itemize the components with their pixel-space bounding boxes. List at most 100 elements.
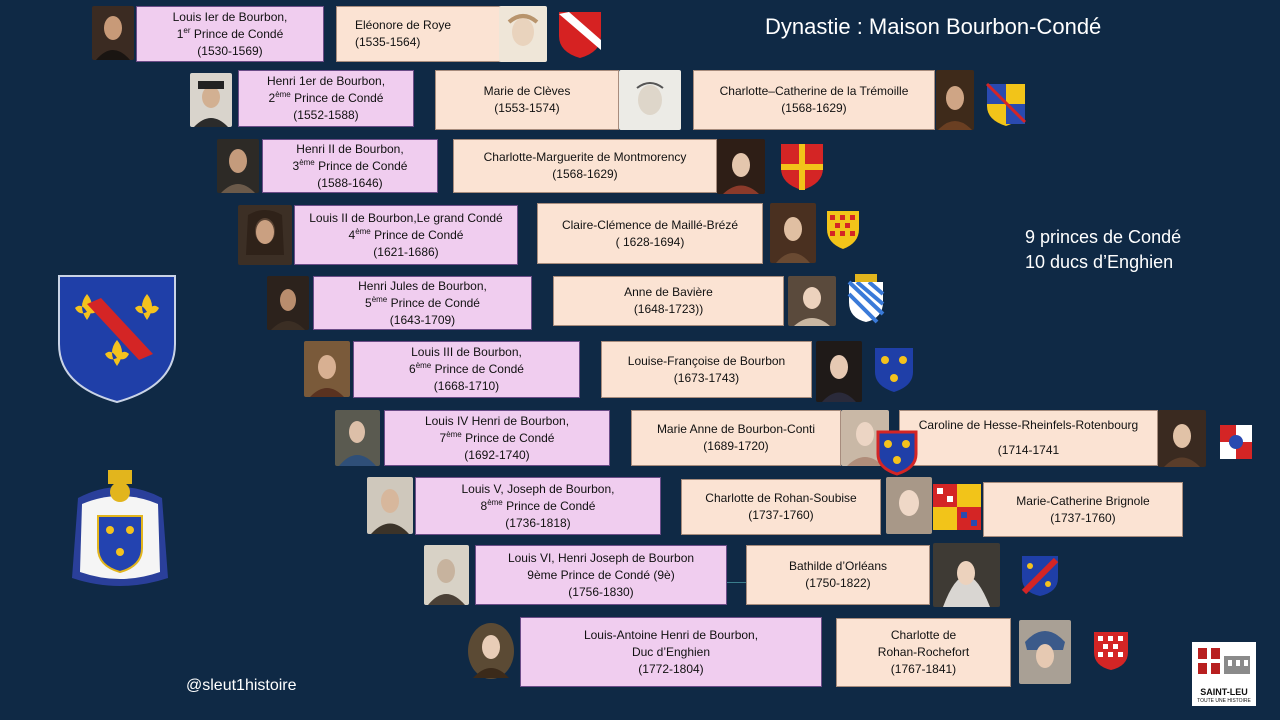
- portrait: [770, 203, 816, 263]
- spouse-box: Charlotte de Rohan-Rochefort (1767-1841): [836, 618, 1011, 687]
- prince-box-10: Louis-Antoine Henri de Bourbon, Duc d’En…: [520, 617, 822, 687]
- prince-box-9: Louis VI, Henri Joseph de Bourbon 9ème P…: [475, 545, 727, 605]
- prince-dates: (1772-1804): [638, 661, 704, 676]
- spouse-dates: (1737-1760): [748, 508, 814, 522]
- spouse-box: Charlotte de Rohan-Soubise (1737-1760): [681, 479, 881, 535]
- portrait: [304, 341, 350, 397]
- prince-name: Louis II de Bourbon,Le grand Condé: [309, 210, 503, 225]
- portrait: [217, 139, 259, 193]
- saint-leu-logo: SAINT-LEU TOUTE UNE HISTOIRE: [1192, 642, 1256, 706]
- spouse-name: Caroline de Hesse-Rheinfels-Rotenbourg: [918, 418, 1139, 432]
- prince-name: Louis Ier de Bourbon,: [172, 9, 288, 24]
- portrait: [936, 70, 974, 130]
- prince-title: 4ème Prince de Condé: [348, 226, 464, 242]
- prince-dates: (1643-1709): [389, 312, 456, 327]
- spouse-dates: (1767-1841): [890, 662, 957, 676]
- spouse-name: Marie de Clèves: [483, 84, 571, 98]
- spouse-dates: (1714-1741: [997, 443, 1060, 457]
- spouse-dates: (1553-1574): [494, 101, 560, 115]
- spouse-name-line2: Rohan-Rochefort: [877, 645, 970, 659]
- coat-of-arms-icon: [847, 274, 885, 324]
- coat-of-arms-icon: [827, 211, 859, 249]
- spouse-box: Claire-Clémence de Maillé-Brézé ( 1628-1…: [537, 203, 763, 264]
- spouse-name: Anne de Bavière: [624, 285, 713, 299]
- info-ducs-count: 10 ducs d’Enghien: [1025, 252, 1174, 272]
- prince-name: Henri 1er de Bourbon,: [266, 74, 386, 88]
- spouse-name: Charlotte–Catherine de la Trémoille: [719, 84, 909, 98]
- portrait: [367, 477, 413, 534]
- spouse-dates: (1648-1723)): [633, 302, 704, 316]
- spouse-name: Marie-Catherine Brignole: [1016, 493, 1150, 508]
- prince-dates: (1736-1818): [505, 515, 571, 530]
- prince-dates: (1668-1710): [433, 379, 500, 393]
- portrait: [467, 622, 515, 680]
- page-title: Dynastie : Maison Bourbon-Condé: [765, 14, 1102, 39]
- spouse-name: Marie Anne de Bourbon-Conti: [656, 422, 816, 436]
- prince-name: Henri Jules de Bourbon,: [358, 278, 487, 293]
- spouse-box: Caroline de Hesse-Rheinfels-Rotenbourg (…: [899, 410, 1158, 466]
- coat-of-arms-icon: [875, 348, 913, 392]
- prince-box-5: Henri Jules de Bourbon, 5ème Prince de C…: [313, 276, 532, 330]
- portrait: [933, 543, 1000, 607]
- prince-dates: (1530-1569): [197, 43, 263, 58]
- coat-of-arms-icon: [781, 144, 823, 190]
- prince-title: 5ème Prince de Condé: [365, 294, 480, 310]
- prince-name: Louis-Antoine Henri de Bourbon,: [583, 627, 759, 642]
- social-handle: @sleut1histoire: [186, 677, 297, 694]
- spouse-box: Marie-Catherine Brignole (1737-1760): [983, 482, 1183, 537]
- prince-dates: (1692-1740): [464, 447, 530, 462]
- spouse-name: Charlotte de: [890, 628, 957, 642]
- spouse-box: Anne de Bavière (1648-1723)): [553, 276, 784, 326]
- spouse-box: Bathilde d’Orléans (1750-1822): [746, 545, 930, 605]
- prince-title: 1er Prince de Condé: [176, 25, 284, 41]
- info-princes-count: 9 princes de Condé: [1025, 227, 1182, 247]
- coat-of-arms-icon: [876, 430, 918, 476]
- royal-arms: [72, 470, 168, 586]
- prince-title: 8ème Prince de Condé: [480, 497, 596, 513]
- portrait: [619, 70, 681, 130]
- portrait: [238, 205, 292, 265]
- prince-box-2: Henri 1er de Bourbon, 2ème Prince de Con…: [238, 70, 414, 127]
- prince-title: 7ème Prince de Condé: [439, 429, 555, 445]
- prince-name: Louis IV Henri de Bourbon,: [424, 413, 570, 428]
- portrait: [190, 73, 232, 127]
- portrait: [499, 6, 547, 62]
- prince-name: Louis III de Bourbon,: [411, 345, 522, 359]
- connector-line: [727, 582, 747, 583]
- spouse-box: Eléonore de Roye (1535-1564): [336, 6, 500, 62]
- spouse-dates: (1568-1629): [552, 167, 618, 181]
- portrait: [92, 6, 134, 60]
- prince-title: 2ème Prince de Condé: [268, 90, 384, 106]
- spouse-dates: ( 1628-1694): [615, 234, 685, 249]
- prince-dates: (1552-1588): [293, 108, 359, 122]
- bourbon-conde-shield: [58, 275, 176, 404]
- spouse-name: Charlotte-Marguerite de Montmorency: [483, 150, 687, 164]
- portrait: [1158, 410, 1206, 467]
- coat-of-arms-icon: [1220, 425, 1252, 459]
- spouse-dates: (1737-1760): [1050, 510, 1116, 525]
- spouse-box: Charlotte–Catherine de la Trémoille (156…: [693, 70, 935, 130]
- prince-title: 3ème Prince de Condé: [292, 157, 408, 173]
- prince-name: Louis V, Joseph de Bourbon,: [461, 481, 615, 496]
- prince-dates: (1621-1686): [373, 244, 439, 259]
- prince-title: Duc d’Enghien: [631, 644, 711, 659]
- prince-box-4: Louis II de Bourbon,Le grand Condé 4ème …: [294, 205, 518, 265]
- prince-box-3: Henri II de Bourbon, 3ème Prince de Cond…: [262, 139, 438, 193]
- portrait: [335, 410, 380, 466]
- portrait: [424, 545, 469, 605]
- portrait: [788, 276, 836, 326]
- prince-dates: (1756-1830): [568, 584, 634, 599]
- spouse-name: Eléonore de Roye: [355, 18, 452, 32]
- coat-of-arms-icon: [985, 82, 1027, 126]
- portrait: [1019, 620, 1071, 684]
- spouse-dates: (1750-1822): [805, 576, 871, 590]
- saint-leu-logo-icon: [1198, 648, 1250, 674]
- coat-of-arms-icon: [1021, 556, 1059, 596]
- info-panel: 9 princes de Condé 10 ducs d’Enghien: [1025, 225, 1181, 275]
- prince-box-6: Louis III de Bourbon, 6ème Prince de Con…: [353, 341, 580, 398]
- spouse-box: Marie de Clèves (1553-1574): [435, 70, 619, 130]
- saint-leu-logo-tagline: TOUTE UNE HISTOIRE: [1197, 698, 1251, 704]
- portrait: [267, 276, 309, 330]
- prince-title: 9ème Prince de Condé (9è): [527, 567, 675, 582]
- spouse-box: Marie Anne de Bourbon-Conti (1689-1720): [631, 410, 841, 466]
